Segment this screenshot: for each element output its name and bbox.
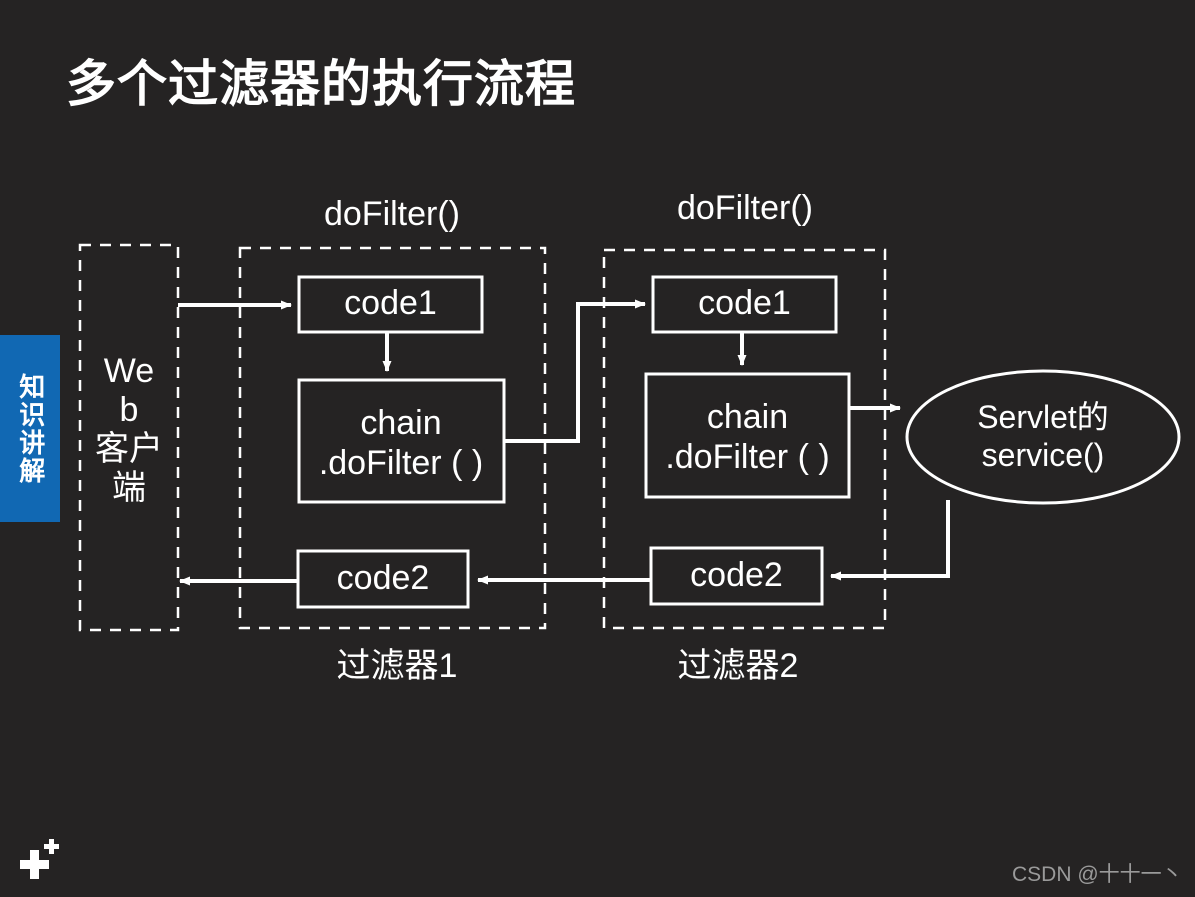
filter-1-container bbox=[238, 246, 547, 630]
side-tab-knowledge: 知识讲解 bbox=[0, 335, 60, 522]
filter-2-code1-box bbox=[651, 275, 838, 334]
arrow-servlet-to-filter2-code2 bbox=[830, 500, 950, 581]
servlet-service-ellipse bbox=[905, 369, 1181, 505]
filter-2-chain-box bbox=[644, 372, 851, 499]
filter-1-chain-box bbox=[297, 378, 506, 504]
web-client-container bbox=[78, 243, 180, 632]
filter-1-code1-box bbox=[297, 275, 484, 334]
side-tab-label: 知识讲解 bbox=[15, 372, 46, 485]
filter-2-container bbox=[602, 248, 887, 630]
page-title: 多个过滤器的执行流程 bbox=[66, 56, 576, 112]
csdn-watermark: CSDN @十十一丶 bbox=[1012, 863, 1183, 886]
filter-1-code2-box bbox=[296, 549, 470, 609]
arrow-filter1-chain-to-filter2-code1 bbox=[504, 299, 646, 443]
filter-2-code2-box bbox=[649, 546, 824, 606]
plus-logo-icon bbox=[20, 839, 59, 879]
